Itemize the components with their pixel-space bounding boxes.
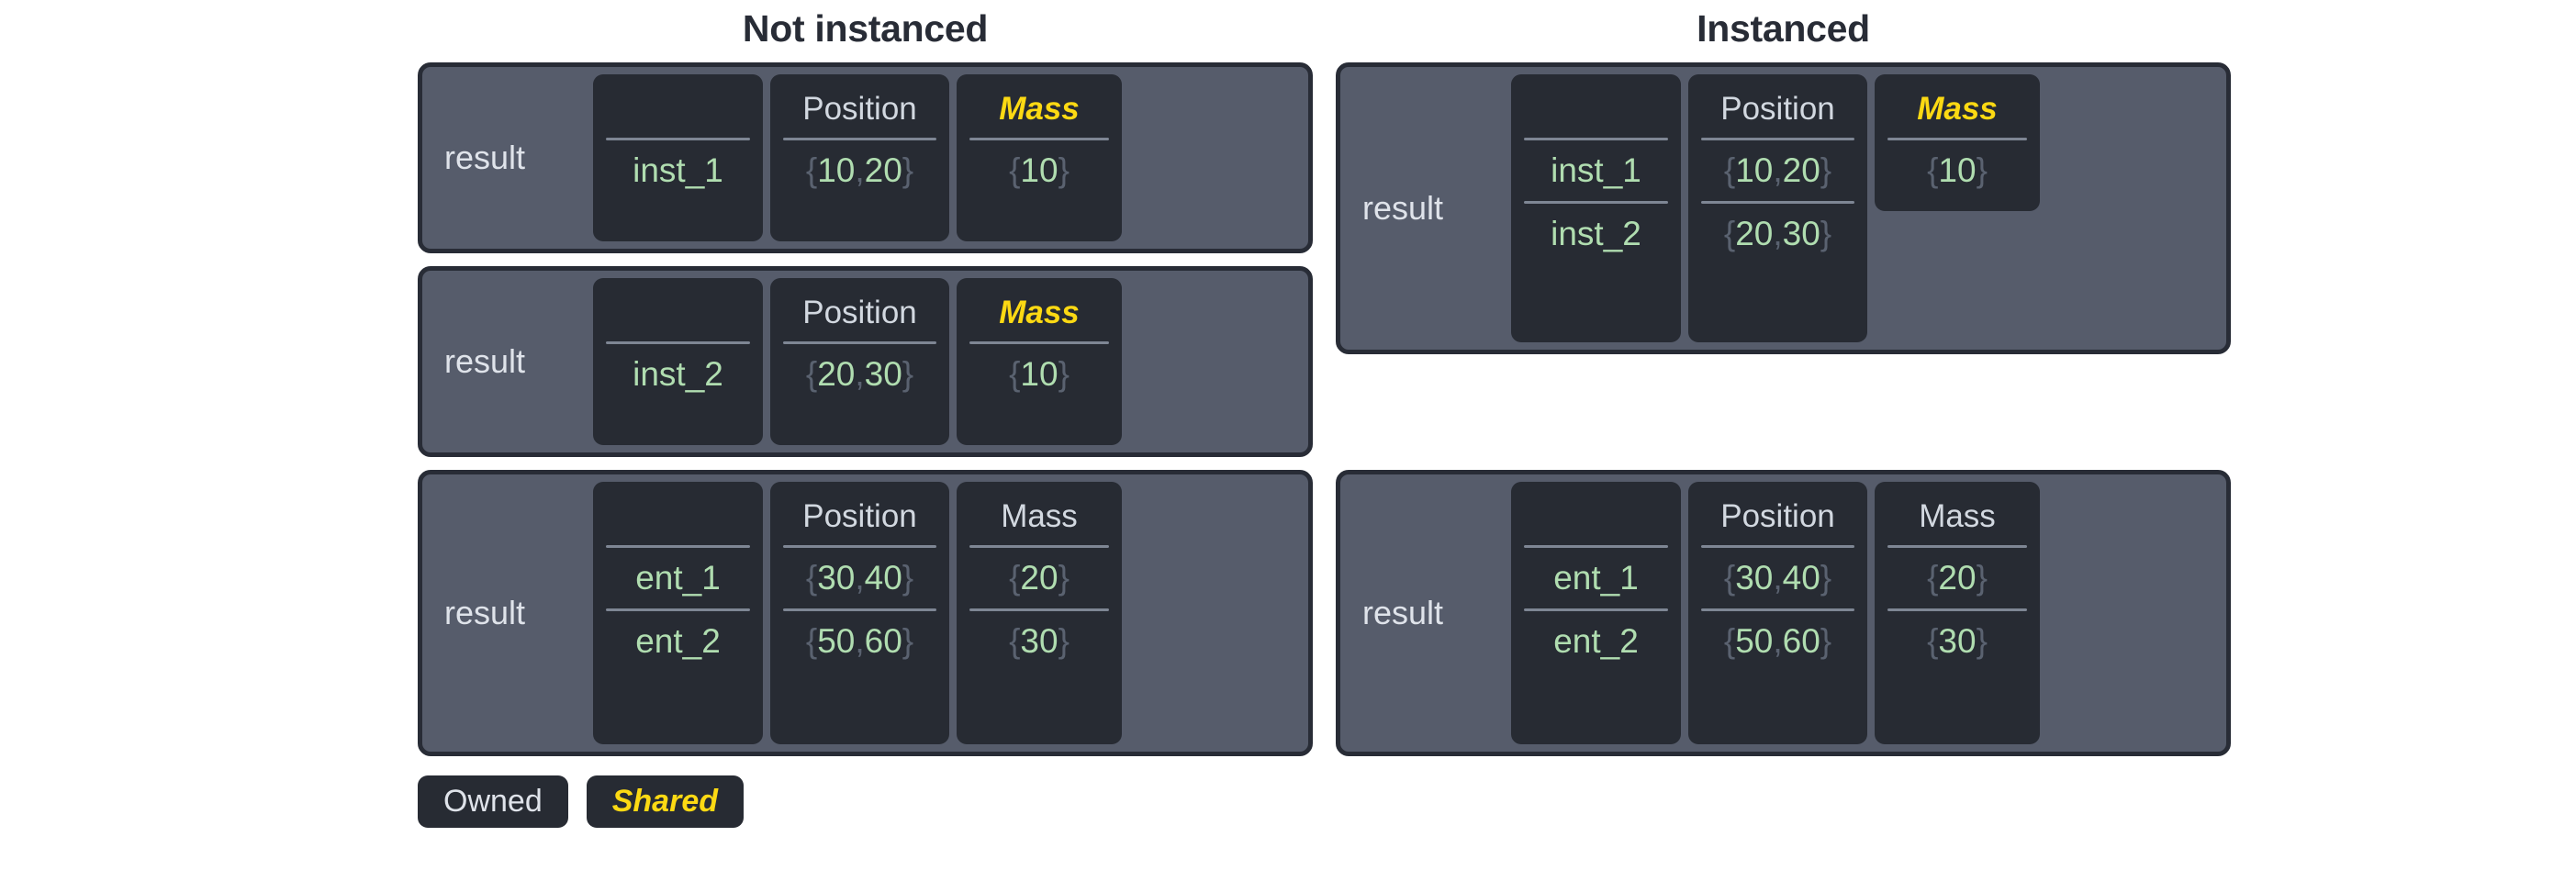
row-divider [1524,201,1668,204]
row-divider [1887,138,2027,140]
legend: Owned Shared [418,775,744,828]
column-title-not-instanced: Not instanced [742,7,989,50]
column-header-mass: Mass [1917,91,1998,127]
column-header-mass: Mass [1919,498,1996,534]
column-header-name [1524,491,1668,542]
column-header-name [1524,84,1668,135]
column-title-instanced: Instanced [1697,7,1870,50]
entity-table-instanced-1: result inst_1 inst_2 Position {10, 20} {20, … [1336,62,2231,354]
cell-mass: {10} [1927,151,1988,189]
row-divider [1701,545,1854,548]
row-divider [969,138,1109,140]
column-position: Position {10, 20} [770,74,949,241]
cell-entity-name: inst_1 [633,151,723,189]
row-divider [783,608,936,611]
column-mass: Mass {10} [957,278,1122,445]
column-header-name [606,287,750,339]
column-entity-name: ent_1 ent_2 [593,482,763,744]
owner-label: result [1362,594,1444,631]
component-columns: inst_1 inst_2 Position {10, 20} {20, 30} Mass… [1511,74,2219,342]
entity-table-not-instanced-3: result ent_1 ent_2 Position {30, 40} {50, 60… [418,470,1313,756]
row-divider [783,138,936,140]
cell-position: {20, 30} [1723,215,1832,252]
cell-entity-name: inst_1 [1551,151,1641,189]
column-mass: Mass {20} {30} [1875,482,2040,744]
row-divider [1887,545,2027,548]
legend-chip-owned: Owned [418,775,568,828]
column-position: Position {20, 30} [770,278,949,445]
row-divider [1524,608,1668,611]
cell-position: {50, 60} [1723,622,1832,660]
component-columns: ent_1 ent_2 Position {30, 40} {50, 60} Mass {2… [593,482,1301,744]
cell-entity-name: ent_1 [635,559,721,597]
column-header-mass: Mass [999,91,1080,127]
cell-position: {10, 20} [1723,151,1832,189]
column-header-position: Position [802,295,917,330]
column-header-position: Position [1720,91,1835,127]
row-divider [1887,608,2027,611]
component-columns: ent_1 ent_2 Position {30, 40} {50, 60} Mass {2… [1511,482,2219,744]
column-mass: Mass {10} [1875,74,2040,211]
column-header-mass: Mass [1001,498,1078,534]
cell-mass: {10} [1009,355,1070,393]
entity-table-not-instanced-2: result inst_2 Position {20, 30} Mass {10} [418,266,1313,457]
entity-table-not-instanced-1: result inst_1 Position {10, 20} Mass {10} [418,62,1313,253]
cell-entity-name: ent_2 [635,622,721,660]
cell-position: {20, 30} [805,355,914,393]
row-divider [606,138,750,140]
row-divider [783,341,936,344]
entity-table-instanced-2: result ent_1 ent_2 Position {30, 40} {50, 60… [1336,470,2231,756]
column-header-position: Position [802,91,917,127]
owner-label: result [1362,189,1444,227]
row-divider [969,608,1109,611]
column-entity-name: inst_1 [593,74,763,241]
column-position: Position {10, 20} {20, 30} [1688,74,1867,342]
cell-position: {50, 60} [805,622,914,660]
component-columns: inst_2 Position {20, 30} Mass {10} [593,278,1301,445]
row-divider [969,545,1109,548]
component-columns: inst_1 Position {10, 20} Mass {10} [593,74,1301,241]
cell-mass: {10} [1009,151,1070,189]
row-divider [783,545,936,548]
column-entity-name: inst_2 [593,278,763,445]
row-divider [606,608,750,611]
column-mass: Mass {10} [957,74,1122,241]
cell-position: {30, 40} [1723,559,1832,597]
row-divider [1701,201,1854,204]
owner-label: result [444,139,526,176]
row-divider [1524,545,1668,548]
row-divider [1701,138,1854,140]
column-position: Position {30, 40} {50, 60} [1688,482,1867,744]
row-divider [606,341,750,344]
column-position: Position {30, 40} {50, 60} [770,482,949,744]
row-divider [606,545,750,548]
column-header-position: Position [802,498,917,534]
cell-mass: {20} [1927,559,1988,597]
owner-label: result [444,342,526,380]
cell-position: {10, 20} [805,151,914,189]
column-header-position: Position [1720,498,1835,534]
column-header-mass: Mass [999,295,1080,330]
cell-mass: {30} [1927,622,1988,660]
column-header-name [606,491,750,542]
cell-entity-name: ent_1 [1553,559,1639,597]
row-divider [969,341,1109,344]
row-divider [1524,138,1668,140]
row-divider [1701,608,1854,611]
column-entity-name: ent_1 ent_2 [1511,482,1681,744]
cell-entity-name: ent_2 [1553,622,1639,660]
legend-chip-shared: Shared [586,775,744,828]
cell-position: {30, 40} [805,559,914,597]
cell-entity-name: inst_2 [1551,215,1641,252]
column-mass: Mass {20} {30} [957,482,1122,744]
cell-mass: {20} [1009,559,1070,597]
cell-entity-name: inst_2 [633,355,723,393]
column-header-name [606,84,750,135]
owner-label: result [444,594,526,631]
cell-mass: {30} [1009,622,1070,660]
column-entity-name: inst_1 inst_2 [1511,74,1681,342]
